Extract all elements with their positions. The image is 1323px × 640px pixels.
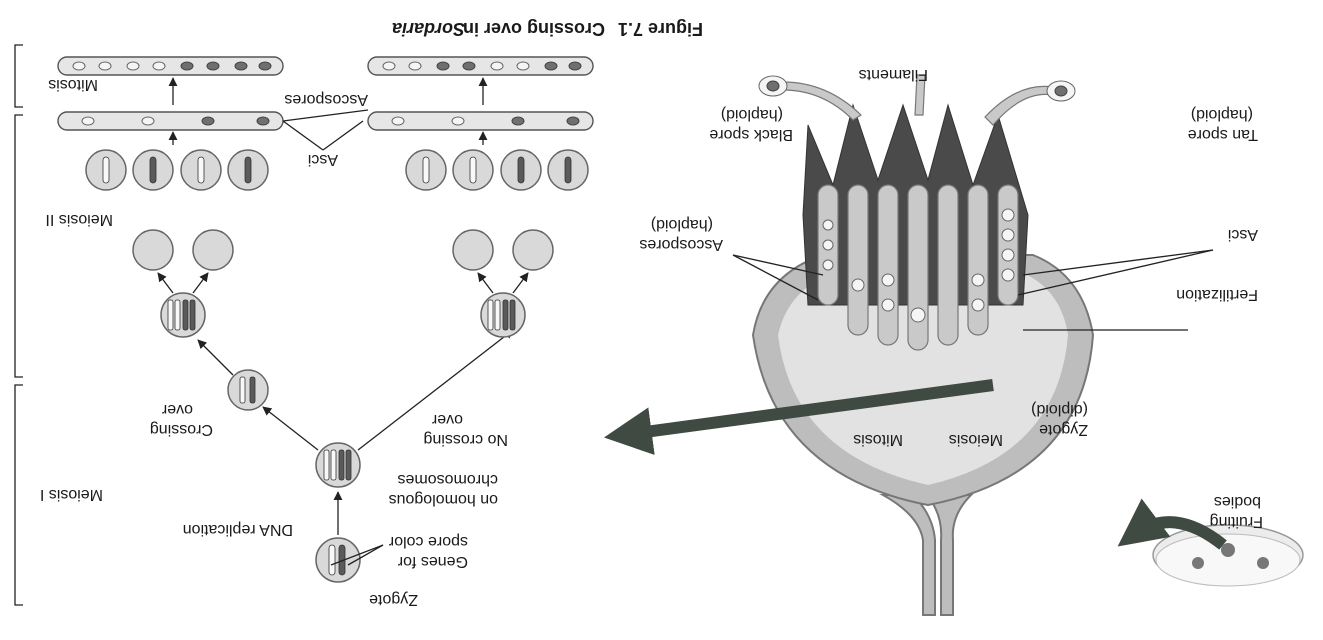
figure-title: Figure 7.1 Crossing over in Sordaria [392, 19, 703, 39]
label-crossing-over-2: over [161, 401, 193, 418]
figure-number: Figure 7.1 [618, 19, 703, 39]
label-fertilization: Fertilization [1176, 286, 1258, 303]
label-chromosomes-1: chromosomes [398, 471, 498, 488]
label-mitosis-body: Mitosis [853, 431, 903, 448]
label-fruiting-bodies-2: bodies [1214, 493, 1261, 510]
label-ascospores-body: Ascospores [639, 236, 723, 253]
figure-title-text: Crossing over in [463, 19, 605, 39]
label-no-crossing-over-2: over [431, 411, 463, 428]
label-dna-replication: DNA replication [183, 521, 293, 538]
label-ascospores-top: Ascospores [284, 91, 368, 108]
asci-row [58, 112, 593, 145]
label-black-spore-ploidy: (haploid) [721, 106, 783, 123]
label-genes-1: spore color [388, 533, 468, 550]
label-meiosis-body: Meiosis [949, 431, 1003, 448]
petri-dish [1153, 525, 1303, 586]
label-genes-2: Genes for [397, 553, 468, 570]
label-chromosomes-2: on homologous [389, 491, 498, 508]
fruiting-body [623, 75, 1303, 615]
label-tan-spore-ploidy: (haploid) [1191, 106, 1253, 123]
label-filaments: Filaments [859, 66, 928, 83]
meiosis-pathway [15, 45, 593, 605]
label-asci-mid: Asci [308, 151, 338, 168]
figure-title-italic: Sordaria [392, 19, 465, 39]
label-asci-body: Asci [1228, 226, 1258, 243]
label-meiosis-ii: Meiosis II [45, 211, 113, 228]
label-zygote-bottom: Zygote [369, 591, 418, 608]
asci-tubes [818, 185, 1018, 350]
label-crossing-over-1: Crossing [150, 421, 213, 438]
label-black-spore: Black spore [709, 126, 793, 143]
label-meiosis-i: Meiosis I [40, 486, 103, 503]
label-no-crossing-over-1: No crossing [424, 431, 508, 448]
label-zygote-body: Zygote [1039, 421, 1088, 438]
label-zygote-body-ploidy: (diploid) [1031, 401, 1088, 418]
label-fruiting-bodies-1: Fruiting [1210, 513, 1263, 530]
label-tan-spore: Tan spore [1188, 126, 1258, 143]
label-mitosis-stage: Mitosis [48, 76, 98, 93]
label-ascospores-body-ploidy: (haploid) [651, 216, 713, 233]
